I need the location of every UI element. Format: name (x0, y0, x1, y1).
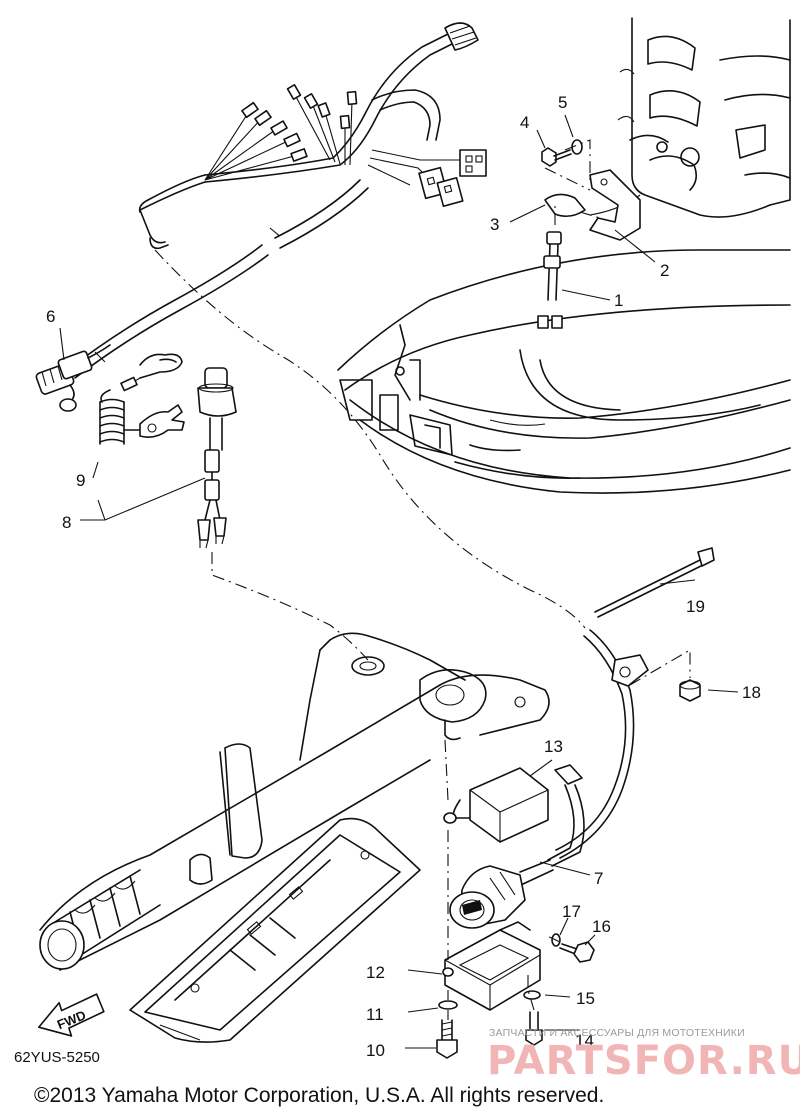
callout-7: 7 (594, 869, 603, 888)
callout-15: 15 (576, 989, 595, 1008)
wire-harness-drawing (35, 22, 487, 412)
callout-18: 18 (742, 683, 761, 702)
steering-handle-drawing (39, 632, 550, 971)
callout-2: 2 (660, 261, 669, 280)
bottom-cowling-drawing (337, 249, 791, 494)
main-switch-drawing (442, 764, 585, 1011)
callout-1: 1 (614, 291, 623, 310)
kill-switch-cord-drawing (99, 353, 185, 445)
callouts: 1 2 3 4 5 6 7 8 9 10 11 12 13 14 15 16 1… (46, 93, 761, 1060)
callout-10: 10 (366, 1041, 385, 1060)
panel-plate-drawing (129, 817, 421, 1043)
callout-8: 8 (62, 513, 71, 532)
watermark-brand: PARTSFOR.RU (487, 1038, 800, 1084)
callout-3: 3 (490, 215, 499, 234)
callout-14: 14 (575, 1031, 594, 1050)
watermark: ЗАПЧАСТИ И АКСЕССУАРЫ ДЛЯ МОТОТЕХНИКИ PA… (487, 1027, 800, 1084)
callout-13: 13 (544, 737, 563, 756)
drawing-code: 62YUS-5250 (14, 1049, 100, 1066)
callout-9: 9 (76, 471, 85, 490)
assembly-lines (154, 139, 691, 1020)
callout-12: 12 (366, 963, 385, 982)
fwd-arrow: FWD (37, 993, 105, 1037)
callout-11: 11 (366, 1005, 384, 1024)
callout-6: 6 (46, 307, 55, 326)
callout-5: 5 (558, 93, 567, 112)
leader-lines (59, 114, 739, 1049)
copyright-notice: ©2013 Yamaha Motor Corporation, U.S.A. A… (34, 1084, 604, 1107)
emergency-switch-drawing (197, 367, 237, 549)
callout-16: 16 (592, 917, 611, 936)
callout-4: 4 (520, 113, 529, 132)
callout-19: 19 (686, 597, 705, 616)
fasteners-drawing (436, 139, 715, 1059)
watermark-tagline: ЗАПЧАСТИ И АКСЕССУАРЫ ДЛЯ МОТОТЕХНИКИ (489, 1027, 745, 1039)
callout-17: 17 (562, 902, 581, 921)
